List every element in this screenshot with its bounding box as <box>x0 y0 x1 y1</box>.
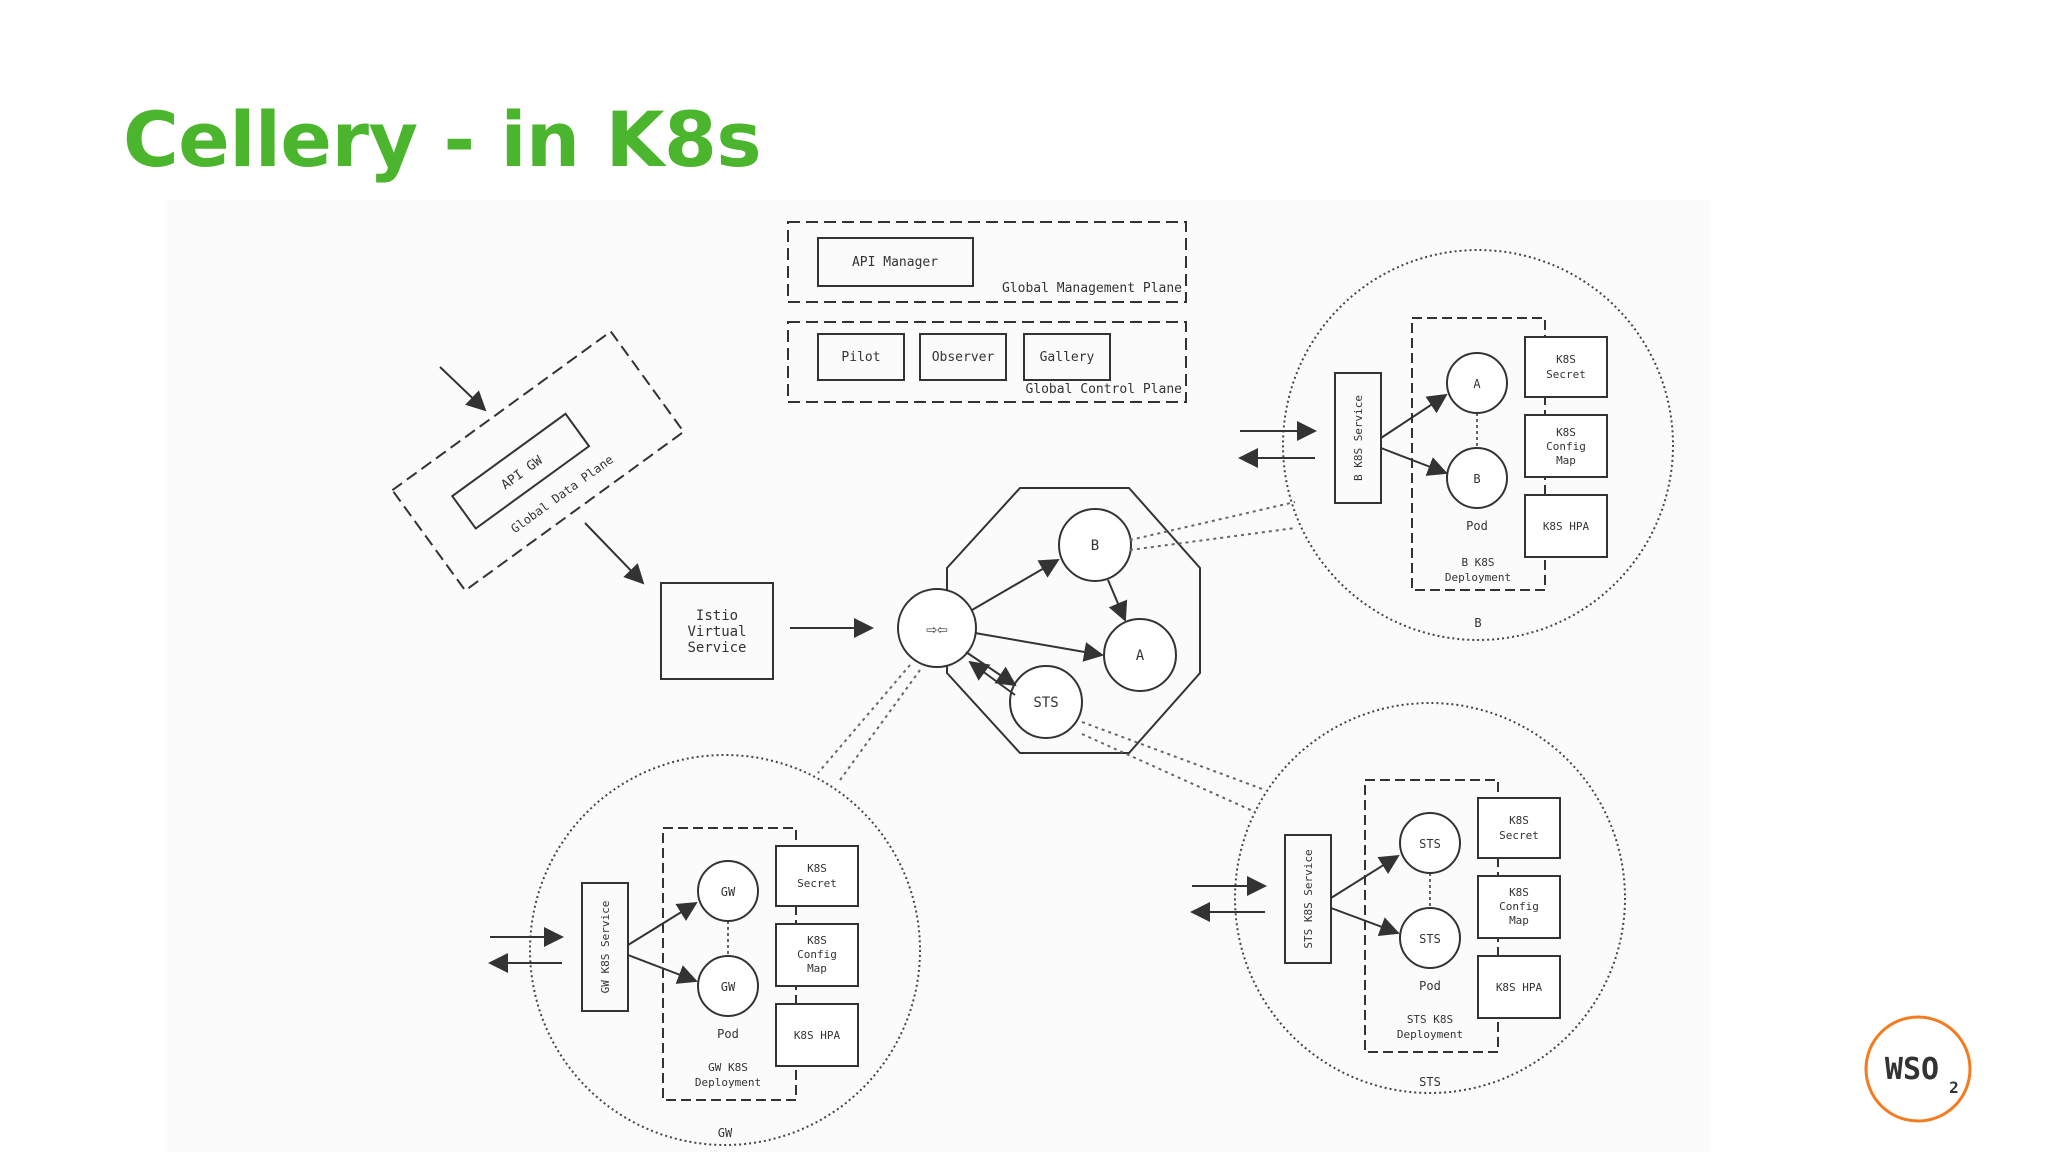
slide-title: Cellery - in K8s <box>123 95 762 184</box>
sts-cell: STS K8S Service STS STS Pod K8S Secret K… <box>1190 702 1626 1094</box>
pilot-label: Pilot <box>841 350 880 365</box>
sts-secret-line1: K8S <box>1509 814 1529 827</box>
diagram-background <box>166 200 1710 1152</box>
sts-hpa-box <box>1477 955 1561 1019</box>
gallery-label: Gallery <box>1040 350 1095 365</box>
gw-secret-box <box>775 845 859 907</box>
sts-pod-2 <box>1399 907 1461 969</box>
gw-pod-1-label: GW <box>721 885 736 899</box>
global-data-plane: API GW Global Data Plane <box>390 330 686 592</box>
b-cell-name: B <box>1474 616 1481 630</box>
global-control-plane: Pilot Observer Gallery Global Control Pl… <box>787 321 1187 403</box>
api-gw-box <box>450 412 591 530</box>
b-deploy-line2: Deployment <box>1445 571 1511 584</box>
gw-k8s-service-label: GW K8S Service <box>599 901 612 994</box>
b-hpa-label: K8S HPA <box>1543 520 1590 533</box>
b-secret-line2: Secret <box>1546 368 1586 381</box>
sts-deploy-line1: STS K8S <box>1407 1013 1453 1026</box>
cell-node-sts <box>1009 665 1083 739</box>
dotted-connectors <box>817 501 1296 813</box>
gw-config-box <box>775 923 859 987</box>
sts-k8s-service-label: STS K8S Service <box>1302 849 1315 948</box>
gw-secret-line1: K8S <box>807 862 827 875</box>
wso2-logo: WSO 2 <box>1864 1015 1972 1123</box>
global-control-plane-label: Global Control Plane <box>1025 382 1182 397</box>
gw-config-line3: Map <box>807 962 827 975</box>
b-pod-b-label: B <box>1473 472 1480 486</box>
gw-cell-name: GW <box>718 1126 733 1140</box>
sts-pod-label: Pod <box>1419 979 1441 993</box>
api-gw-label: API GW <box>499 453 546 493</box>
sts-config-line1: K8S <box>1509 886 1529 899</box>
arrow-data-plane-to-istio <box>584 522 645 585</box>
logo-text: WSO <box>1885 1052 1939 1087</box>
pilot-box <box>817 333 905 381</box>
b-pod-label: Pod <box>1466 519 1488 533</box>
b-hpa-box <box>1524 494 1608 558</box>
cell-node-b <box>1058 508 1132 582</box>
sts-secret-box <box>1477 797 1561 859</box>
b-config-box <box>1524 414 1608 478</box>
gw-hpa-label: K8S HPA <box>794 1029 841 1042</box>
sts-pod-1-label: STS <box>1419 837 1441 851</box>
logo-subscript: 2 <box>1949 1078 1959 1097</box>
sts-cell-name: STS <box>1419 1075 1441 1089</box>
gw-pod-2-label: GW <box>721 980 736 994</box>
sts-hpa-label: K8S HPA <box>1496 981 1543 994</box>
sts-k8s-service-box <box>1284 834 1332 964</box>
sts-deployment-box <box>1364 779 1499 1053</box>
gateway-symbol: ⇨⇦ <box>926 619 948 640</box>
b-config-line2: Config <box>1546 440 1586 453</box>
global-management-plane: API Manager Global Management Plane <box>787 221 1187 303</box>
b-cell: B K8S Service A B Pod K8S Secret K8S Con… <box>1238 249 1674 641</box>
sts-config-box <box>1477 875 1561 939</box>
observer-box <box>919 333 1007 381</box>
b-config-line3: Map <box>1556 454 1576 467</box>
sts-config-line3: Map <box>1509 914 1529 927</box>
sts-secret-line2: Secret <box>1499 829 1539 842</box>
b-pod-a-label: A <box>1473 377 1481 391</box>
istio-label-line3: Service <box>687 640 746 656</box>
gw-cell: GW K8S Service GW GW Pod K8S Secret K8S … <box>488 754 921 1146</box>
istio-label-line1: Istio <box>696 608 738 624</box>
gw-pod-label: Pod <box>717 1027 739 1041</box>
global-management-plane-label: Global Management Plane <box>1002 281 1182 296</box>
central-cell: ⇨⇦ B A STS <box>897 487 1201 754</box>
b-deployment-box <box>1411 317 1546 591</box>
cell-node-sts-label: STS <box>1033 695 1058 711</box>
api-manager-box <box>817 237 974 287</box>
sts-deploy-line2: Deployment <box>1397 1028 1463 1041</box>
gw-deployment-box <box>662 827 797 1101</box>
arrow-into-data-plane <box>439 366 487 412</box>
cell-node-b-label: B <box>1091 538 1099 554</box>
b-deploy-line1: B K8S <box>1461 556 1494 569</box>
istio-virtual-service: Istio Virtual Service <box>660 582 774 680</box>
cell-gateway-node <box>897 588 977 668</box>
b-pod-b <box>1446 447 1508 509</box>
gw-secret-line2: Secret <box>797 877 837 890</box>
istio-label-line2: Virtual <box>687 624 746 640</box>
gw-deploy-line2: Deployment <box>695 1076 761 1089</box>
gw-hpa-box <box>775 1003 859 1067</box>
gw-config-line1: K8S <box>807 934 827 947</box>
gw-pod-2 <box>697 955 759 1017</box>
sts-pod-2-label: STS <box>1419 932 1441 946</box>
gw-deploy-line1: GW K8S <box>708 1061 748 1074</box>
b-secret-line1: K8S <box>1556 353 1576 366</box>
cell-node-a <box>1103 618 1177 692</box>
gw-k8s-service-box <box>581 882 629 1012</box>
sts-config-line2: Config <box>1499 900 1539 913</box>
cell-node-a-label: A <box>1136 648 1145 664</box>
b-secret-box <box>1524 336 1608 398</box>
observer-label: Observer <box>932 350 995 365</box>
b-k8s-service-label: B K8S Service <box>1352 395 1365 481</box>
gw-config-line2: Config <box>797 948 837 961</box>
b-config-line1: K8S <box>1556 426 1576 439</box>
gallery-box <box>1023 333 1111 381</box>
api-manager-label: API Manager <box>852 255 938 270</box>
